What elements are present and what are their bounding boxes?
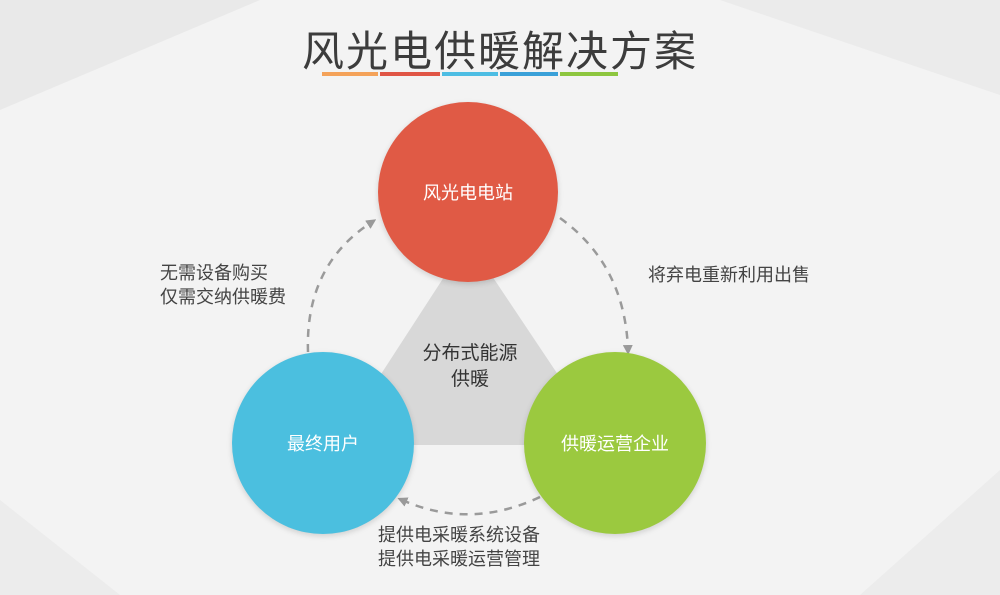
note-bottom-line2: 提供电采暖运营管理 bbox=[378, 549, 540, 570]
arrow-company-to-user bbox=[397, 495, 541, 516]
bg-shape-top-right bbox=[720, 0, 1000, 95]
bg-shape-bottom-left bbox=[0, 500, 120, 595]
center-label-line1: 分布式能源 bbox=[422, 342, 518, 364]
note-right: 将弃电重新利用出售 bbox=[648, 264, 810, 288]
center-label: 分布式能源 供暖 bbox=[410, 340, 530, 392]
underline-segment bbox=[322, 72, 378, 76]
note-left: 无需设备购买 仅需交纳供暖费 bbox=[160, 262, 286, 310]
node-heating-company-label: 供暖运营企业 bbox=[561, 434, 669, 455]
node-power-station: 风光电电站 bbox=[378, 102, 558, 282]
node-power-station-label: 风光电电站 bbox=[423, 183, 513, 204]
note-left-line2: 仅需交纳供暖费 bbox=[160, 287, 286, 308]
note-bottom-line1: 提供电采暖系统设备 bbox=[378, 525, 540, 546]
page-title: 风光电供暖解决方案 bbox=[301, 27, 698, 76]
bg-shape-top-left bbox=[0, 0, 260, 110]
underline-segment bbox=[500, 72, 558, 76]
note-bottom: 提供电采暖系统设备 提供电采暖运营管理 bbox=[378, 524, 540, 572]
bg-shape-bottom-right bbox=[860, 470, 1000, 595]
arrow-station-to-company bbox=[559, 216, 633, 355]
underline-segment bbox=[380, 72, 440, 76]
note-left-line1: 无需设备购买 bbox=[160, 263, 268, 284]
underline-segment bbox=[560, 72, 618, 76]
node-end-user-label: 最终用户 bbox=[287, 434, 359, 455]
note-right-line1: 将弃电重新利用出售 bbox=[648, 265, 810, 286]
node-heating-company: 供暖运营企业 bbox=[524, 352, 706, 534]
center-label-line2: 供暖 bbox=[450, 368, 489, 390]
arrow-user-to-station bbox=[306, 219, 377, 353]
node-end-user: 最终用户 bbox=[232, 352, 414, 534]
underline-segment bbox=[442, 72, 498, 76]
